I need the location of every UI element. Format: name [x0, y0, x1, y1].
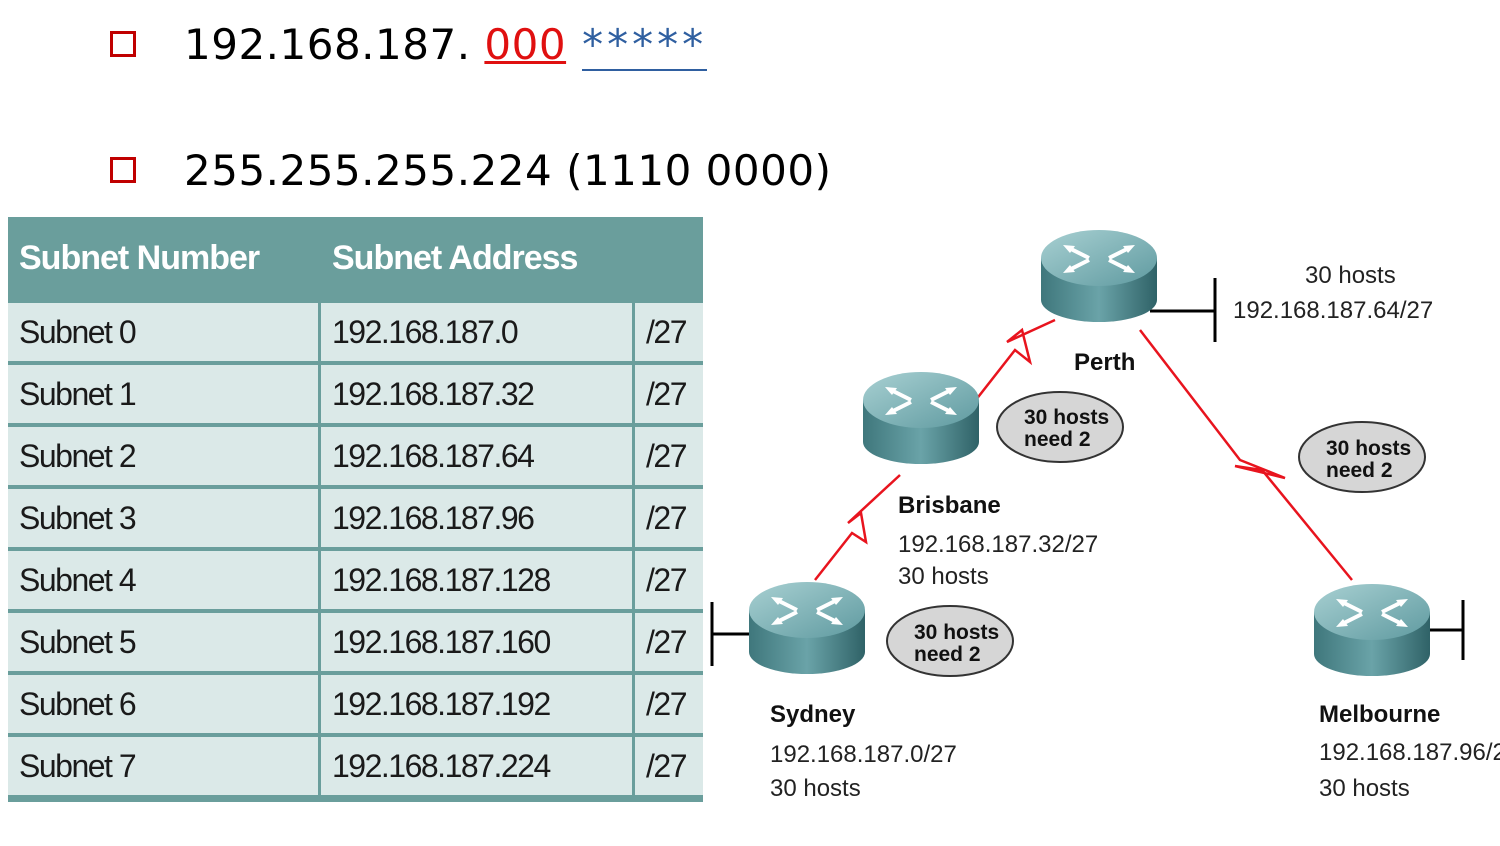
note-brisbane-perth: 30 hosts need 2 — [996, 391, 1124, 463]
svg-text:30 hosts: 30 hosts — [914, 621, 999, 644]
svg-text:need 2: need 2 — [914, 643, 981, 666]
subnet-name: Subnet 4 — [8, 551, 321, 609]
bullet-square-icon — [110, 31, 136, 57]
brisbane-network: 192.168.187.32/27 — [898, 531, 1098, 558]
subnet-prefix: /27 — [635, 303, 703, 361]
ip-prefix: 192.168.187. — [184, 19, 485, 69]
subnet-name: Subnet 1 — [8, 365, 321, 423]
subnet-address: 192.168.187.32 — [321, 365, 635, 423]
subnet-prefix: /27 — [635, 551, 703, 609]
svg-text:30 hosts: 30 hosts — [1024, 406, 1109, 429]
subnet-prefix: /27 — [635, 613, 703, 671]
brisbane-name: Brisbane — [898, 492, 1001, 519]
ip-host-bits: ***** — [582, 19, 708, 71]
lan-segments — [710, 278, 1465, 666]
sydney-hosts: 30 hosts — [770, 775, 861, 802]
subnet-prefix: /27 — [635, 489, 703, 547]
subnet-mask-text: 255.255.255.224 (1110 0000) — [184, 145, 832, 195]
subnet-address: 192.168.187.160 — [321, 613, 635, 671]
subnet-prefix: /27 — [635, 737, 703, 795]
brisbane-hosts: 30 hosts — [898, 563, 989, 590]
subnet-address: 192.168.187.224 — [321, 737, 635, 795]
header-subnet-number: Subnet Number — [19, 238, 260, 277]
table-row: Subnet 0 192.168.187.0 /27 — [8, 303, 703, 361]
subnet-name: Subnet 3 — [8, 489, 321, 547]
perth-hosts: 30 hosts — [1305, 262, 1396, 289]
sydney-name: Sydney — [770, 701, 856, 728]
table-row: Subnet 1 192.168.187.32 /27 — [8, 365, 703, 423]
table-row: Subnet 4 192.168.187.128 /27 — [8, 551, 703, 609]
subnet-prefix: /27 — [635, 365, 703, 423]
subnet-prefix: /27 — [635, 427, 703, 485]
melbourne-hosts: 30 hosts — [1319, 775, 1410, 802]
subnet-name: Subnet 5 — [8, 613, 321, 671]
svg-text:30 hosts: 30 hosts — [1326, 437, 1411, 460]
sydney-router-icon — [749, 582, 865, 674]
perth-name: Perth — [1074, 349, 1135, 376]
bullet-subnet-mask: 255.255.255.224 (1110 0000) — [110, 140, 831, 200]
table-row: Subnet 7 192.168.187.224 /27 — [8, 737, 703, 795]
svg-text:need 2: need 2 — [1024, 428, 1091, 451]
subnet-name: Subnet 0 — [8, 303, 321, 361]
perth-network: 192.168.187.64/27 — [1233, 297, 1433, 324]
note-sydney-brisbane: 30 hosts need 2 — [886, 605, 1014, 677]
subnet-address: 192.168.187.0 — [321, 303, 635, 361]
perth-router-icon — [1041, 230, 1157, 322]
subnet-prefix: /27 — [635, 675, 703, 733]
table-row: Subnet 6 192.168.187.192 /27 — [8, 675, 703, 733]
brisbane-router-icon — [863, 372, 979, 464]
note-perth-melbourne: 30 hosts need 2 — [1298, 421, 1426, 493]
subnet-address: 192.168.187.96 — [321, 489, 635, 547]
wan-link-perth-melbourne — [1139, 329, 1353, 581]
melbourne-network: 192.168.187.96/27 — [1319, 739, 1500, 766]
bullet-ip-address: 192.168.187. 000 ***** — [110, 14, 708, 74]
melbourne-name: Melbourne — [1319, 701, 1440, 728]
ip-subnet-bits: 000 — [484, 19, 567, 69]
subnet-address: 192.168.187.64 — [321, 427, 635, 485]
melbourne-router-icon — [1314, 584, 1430, 676]
subnet-address: 192.168.187.192 — [321, 675, 635, 733]
subnet-table: Subnet Number Subnet Address Subnet 0 19… — [8, 217, 703, 802]
wan-link-brisbane-perth — [967, 318, 1056, 411]
subnet-name: Subnet 2 — [8, 427, 321, 485]
table-row: Subnet 5 192.168.187.160 /27 — [8, 613, 703, 671]
table-row: Subnet 2 192.168.187.64 /27 — [8, 427, 703, 485]
header-subnet-address: Subnet Address — [332, 238, 578, 277]
subnet-name: Subnet 7 — [8, 737, 321, 795]
svg-text:need 2: need 2 — [1326, 459, 1393, 482]
wan-link-sydney-brisbane — [814, 474, 901, 581]
sydney-network: 192.168.187.0/27 — [770, 741, 957, 768]
table-row: Subnet 3 192.168.187.96 /27 — [8, 489, 703, 547]
bullet-square-icon — [110, 157, 136, 183]
subnet-name: Subnet 6 — [8, 675, 321, 733]
subnet-address: 192.168.187.128 — [321, 551, 635, 609]
wan-links — [814, 318, 1353, 581]
